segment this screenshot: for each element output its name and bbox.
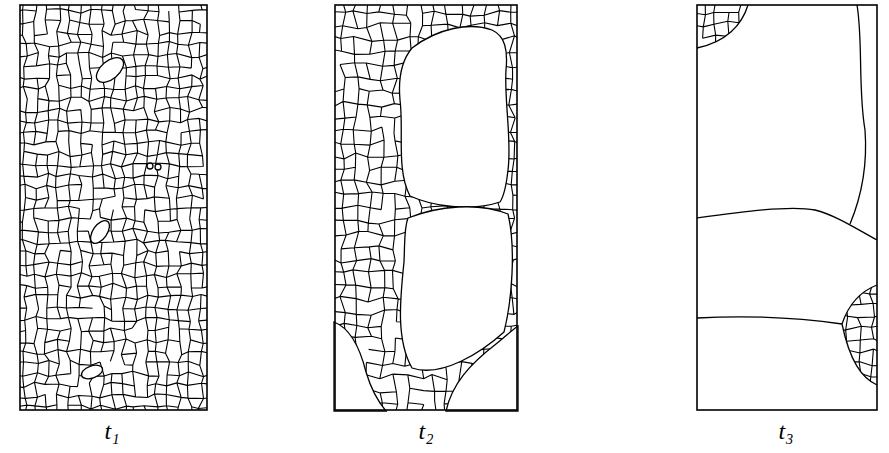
specimen-frame (20, 5, 877, 410)
fine-grains (691, 0, 779, 75)
grain-boundaries (697, 5, 877, 385)
fine-grains (20, 5, 207, 410)
nuclei (80, 53, 161, 382)
large-grains (334, 27, 518, 411)
time-label: t₃ (778, 418, 793, 445)
time-label: t₂ (418, 418, 433, 445)
fine-grains (834, 278, 889, 415)
grain-boundary-network (834, 278, 889, 415)
grain-boundary-network (691, 0, 779, 75)
grain-boundary-network (20, 5, 207, 410)
fine-grains (335, 5, 517, 410)
time-label: t₁ (104, 418, 119, 445)
grain-boundary-network (335, 5, 517, 410)
